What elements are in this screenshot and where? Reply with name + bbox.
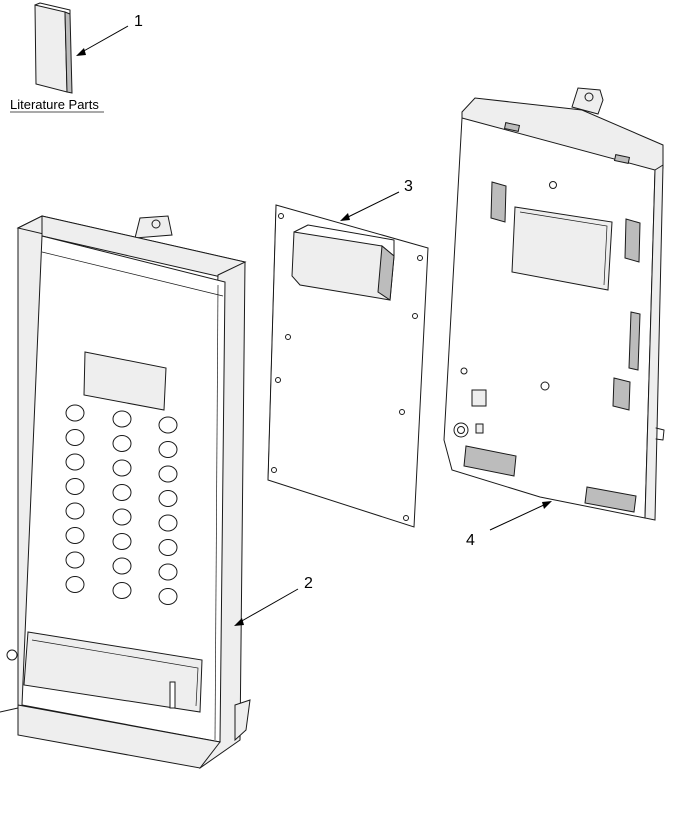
keypad-button xyxy=(112,484,132,501)
keypad-button xyxy=(158,563,178,581)
callout-4-label: 4 xyxy=(466,532,475,549)
callout-1: 1 xyxy=(76,13,143,56)
part-3-control-board[interactable] xyxy=(267,204,429,528)
keypad-button xyxy=(158,416,178,434)
keypad-button xyxy=(158,441,178,458)
keypad-button xyxy=(158,490,178,507)
callout-2-label: 2 xyxy=(304,575,313,592)
keypad-button xyxy=(112,582,132,599)
keypad-button xyxy=(112,557,132,575)
keypad-button xyxy=(112,508,132,526)
callout-3-label: 3 xyxy=(404,178,413,195)
keypad-button xyxy=(65,551,85,569)
keypad-button xyxy=(65,404,85,422)
keypad-button xyxy=(65,576,85,593)
keypad-button xyxy=(65,527,85,544)
keypad-button xyxy=(158,539,178,556)
keypad-button xyxy=(112,459,132,477)
part-2-control-panel[interactable] xyxy=(0,215,251,769)
keypad-button xyxy=(112,410,132,428)
literature-parts-label: Literature Parts xyxy=(10,97,99,112)
keypad-button xyxy=(158,465,178,483)
callout-2: 2 xyxy=(234,575,313,626)
callout-3: 3 xyxy=(340,178,413,221)
keypad-button xyxy=(65,502,85,520)
part-1-literature[interactable] xyxy=(34,2,73,94)
keypad-button xyxy=(112,533,132,550)
part-4-mounting-bracket[interactable] xyxy=(443,87,665,521)
keypad-button xyxy=(65,429,85,446)
callout-1-label: 1 xyxy=(134,13,143,30)
keypad-button xyxy=(112,435,132,452)
keypad-buttons xyxy=(65,404,178,605)
callout-4: 4 xyxy=(466,501,552,549)
keypad-button xyxy=(158,588,178,605)
keypad-button xyxy=(65,453,85,471)
keypad-button xyxy=(65,478,85,495)
keypad-button xyxy=(158,514,178,532)
